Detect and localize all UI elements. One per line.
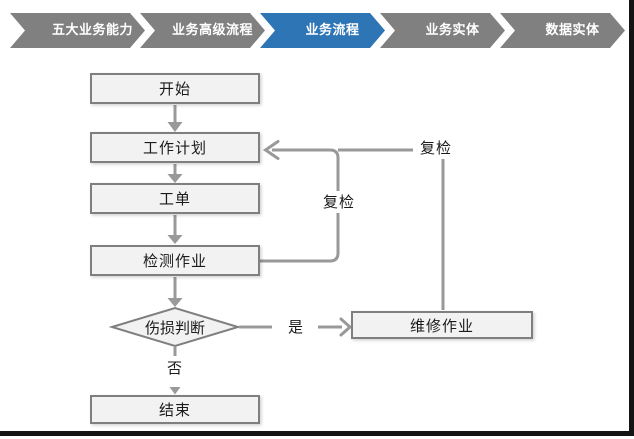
node-decision-label: 伤损判断 bbox=[144, 319, 205, 337]
screen-edge-bottom bbox=[0, 431, 634, 436]
label-no: 否 bbox=[162, 357, 188, 379]
node-repair: 维修作业 bbox=[351, 311, 533, 339]
node-work-order: 工单 bbox=[90, 183, 260, 214]
node-start: 开始 bbox=[90, 73, 260, 104]
nav-tab-advanced-process[interactable]: 业务高级流程 bbox=[140, 13, 265, 48]
arrowhead-end bbox=[169, 387, 181, 395]
nav-tab-business-entity[interactable]: 业务实体 bbox=[380, 13, 505, 48]
arrowhead-inspection bbox=[167, 235, 183, 244]
edge-recheck-repair bbox=[338, 148, 445, 310]
label-recheck-right: 复检 bbox=[413, 137, 459, 159]
node-end: 结束 bbox=[90, 395, 260, 424]
nav-tab-business-process[interactable]: 业务流程 bbox=[260, 13, 385, 48]
arrowhead-workorder bbox=[167, 174, 183, 183]
arrowhead-workplan bbox=[167, 122, 183, 132]
arrowhead-repair bbox=[339, 317, 353, 337]
arrowhead-workplan-recheck bbox=[262, 140, 280, 160]
label-recheck-middle: 复检 bbox=[316, 191, 362, 213]
nav-tab-five-capabilities[interactable]: 五大业务能力 bbox=[20, 13, 145, 48]
arrowhead-decision bbox=[167, 298, 183, 307]
node-work-plan: 工作计划 bbox=[90, 132, 260, 163]
label-yes: 是 bbox=[283, 316, 309, 338]
screen-edge-right bbox=[629, 0, 634, 436]
decision-diamond bbox=[108, 306, 242, 348]
nav-tab-data-entity[interactable]: 数据实体 bbox=[500, 13, 625, 48]
node-inspection: 检测作业 bbox=[90, 245, 260, 276]
